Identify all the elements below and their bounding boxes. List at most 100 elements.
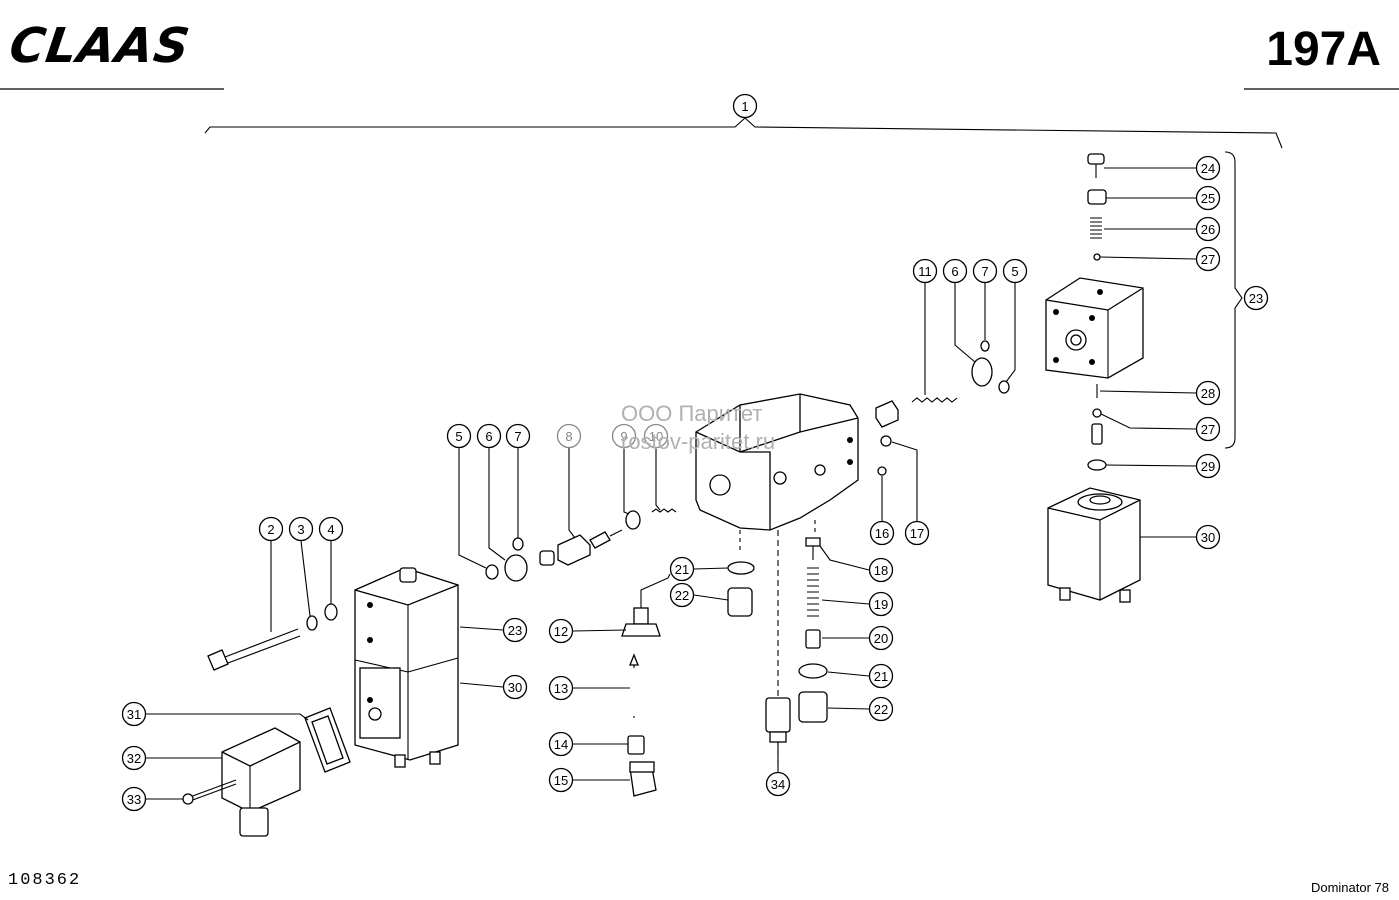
callout-label: 23 [1249,291,1263,306]
callout-c21a: 21 [669,556,695,582]
callout-c1: 1 [732,93,758,119]
watermark-website: rostov-paritet.ru [621,429,776,454]
callout-c19: 19 [868,591,894,617]
callout-label: 31 [127,707,141,722]
callout-label: 17 [910,526,924,541]
callout-label: 19 [874,597,888,612]
callout-label: 7 [514,429,521,444]
callout-label: 32 [127,751,141,766]
callout-label: 34 [771,777,785,792]
callout-label: 25 [1201,191,1215,206]
valve-body-23 [1045,277,1144,379]
callout-c15: 15 [548,767,574,793]
callout-c13: 13 [548,675,574,701]
fitting-12 [621,607,661,637]
page-number: 197A [1266,23,1381,76]
solenoid-valve-left [354,567,459,768]
callout-label: 14 [554,737,568,752]
callout-circle [611,423,637,449]
solenoid-30-right [1047,487,1141,603]
callout-c7b: 7 [972,258,998,284]
callout-circle [669,556,695,582]
callout-label: 20 [874,631,888,646]
callout-c23a: 23 [502,617,528,643]
callout-circle [548,731,574,757]
callout-label: 26 [1201,222,1215,237]
callout-label: 21 [874,669,888,684]
callout-circle [868,591,894,617]
callout-circle [121,745,147,771]
callout-label: 7 [981,264,988,279]
callout-label: 33 [127,792,141,807]
callout-c31: 31 [121,701,147,727]
callout-c22b: 22 [868,696,894,722]
callout-circle [502,617,528,643]
callout-circle [502,674,528,700]
spool-assembly [539,508,677,566]
callout-circle [1195,380,1221,406]
callout-circle [1195,416,1221,442]
callout-circle [972,258,998,284]
callout-label: 12 [554,624,568,639]
callout-circle [548,675,574,701]
callout-circle [1195,524,1221,550]
callout-circle [446,423,472,449]
callout-c24: 24 [1195,155,1221,181]
callout-c23b: 23 [1243,285,1269,311]
callout-circle [904,520,930,546]
callout-c27b: 27 [1195,416,1221,442]
cap-screw-24 [1087,153,1105,178]
callout-circle [868,696,894,722]
callout-c30b: 30 [1195,524,1221,550]
callout-c27a: 27 [1195,246,1221,272]
callout-label: 1 [741,99,748,114]
plug-15 [629,761,657,797]
watermark: ООО Паритет rostov-paritet.ru [621,400,775,456]
callout-circle [288,516,314,542]
callout-label: 11 [918,264,932,279]
callout-label: 13 [554,681,568,696]
callout-circle [1195,185,1221,211]
model-name: Dominator 78 [1310,880,1389,895]
leader-lines [146,167,1197,800]
callout-c7a: 7 [505,423,531,449]
callout-c14: 14 [548,731,574,757]
callout-c8: 8 [556,423,582,449]
callout-c17: 17 [904,520,930,546]
callout-c30a: 30 [502,674,528,700]
callout-c25: 25 [1195,185,1221,211]
callout-label: 8 [565,429,572,444]
callout-label: 27 [1201,252,1215,267]
callout-circle [868,625,894,651]
callout-c3: 3 [288,516,314,542]
callout-label: 4 [327,522,334,537]
watermark-company: ООО Паритет [621,401,763,426]
callout-circle [869,520,895,546]
callout-label: 2 [267,522,274,537]
callout-label: 5 [1011,264,1018,279]
callout-c6a: 6 [476,423,502,449]
callout-circle [669,582,695,608]
callout-c4: 4 [318,516,344,542]
pin-13 [629,653,639,718]
callout-label: 27 [1201,422,1215,437]
callout-circle [1195,155,1221,181]
callout-c33: 33 [121,786,147,812]
callout-label: 18 [874,563,888,578]
callout-circle [476,423,502,449]
callout-circle [732,93,758,119]
callout-label: 24 [1201,161,1215,176]
callout-label: 21 [675,562,689,577]
callout-c21b: 21 [868,663,894,689]
callout-label: 15 [554,773,568,788]
callout-c26: 26 [1195,216,1221,242]
callout-circle [121,786,147,812]
long-bolt [207,628,301,671]
callout-label: 28 [1201,386,1215,401]
callout-circle [1002,258,1028,284]
callout-c22a: 22 [669,582,695,608]
callout-label: 10 [649,429,663,444]
callout-circle [1243,285,1269,311]
